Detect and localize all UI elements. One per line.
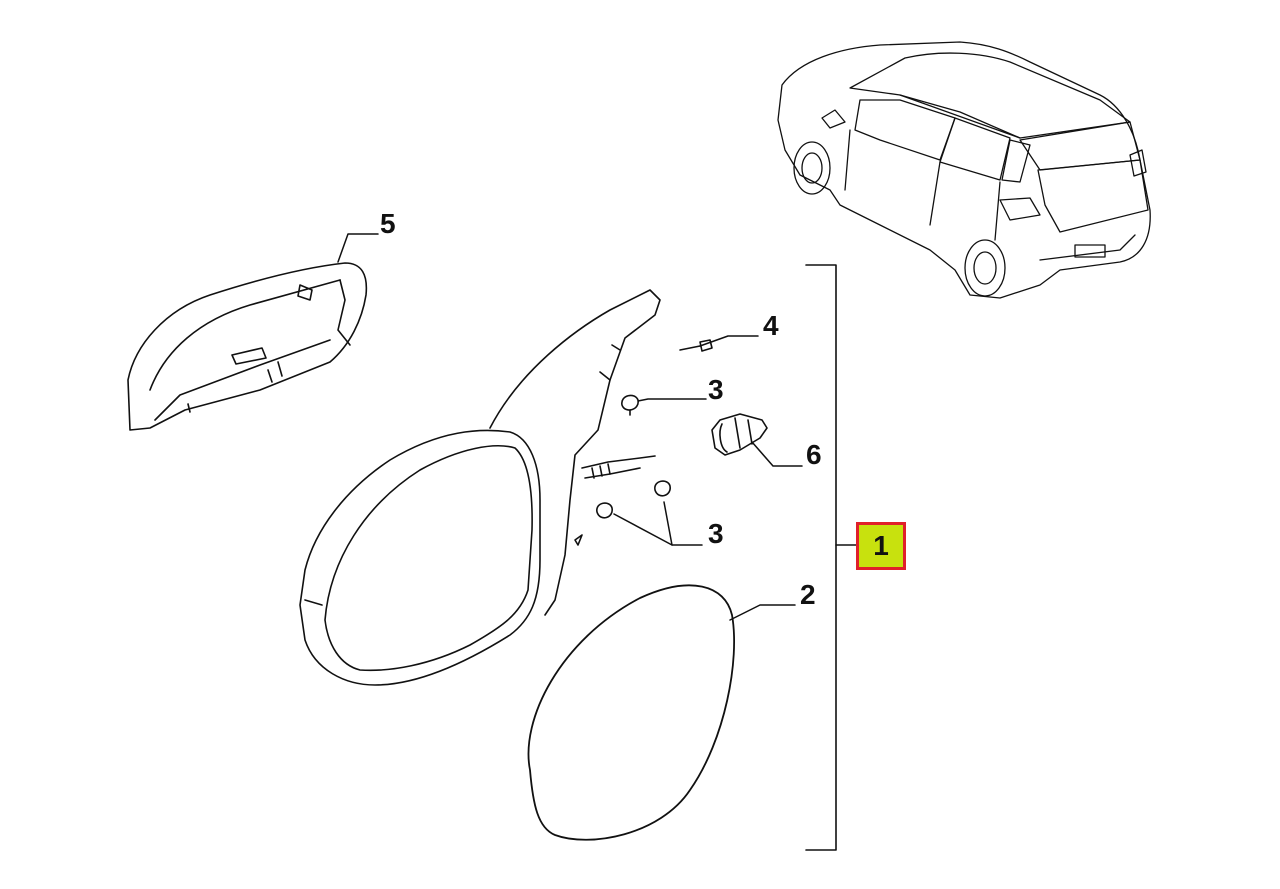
mirror-cover-part [128, 263, 366, 430]
callout-4: 4 [763, 310, 779, 341]
mirror-glass-part [528, 585, 734, 839]
callout-3-upper: 3 [708, 374, 724, 405]
leader-lines [338, 234, 802, 620]
callout-6: 6 [806, 439, 822, 470]
vehicle-illustration [778, 42, 1150, 298]
callout-1-highlighted[interactable]: 1 [856, 522, 906, 570]
callout-2: 2 [800, 579, 816, 610]
mirror-housing-part [300, 290, 660, 685]
callout-3-lower: 3 [708, 518, 724, 549]
assembly-bracket [806, 265, 856, 850]
callout-5: 5 [380, 208, 396, 239]
fasteners [597, 340, 767, 518]
